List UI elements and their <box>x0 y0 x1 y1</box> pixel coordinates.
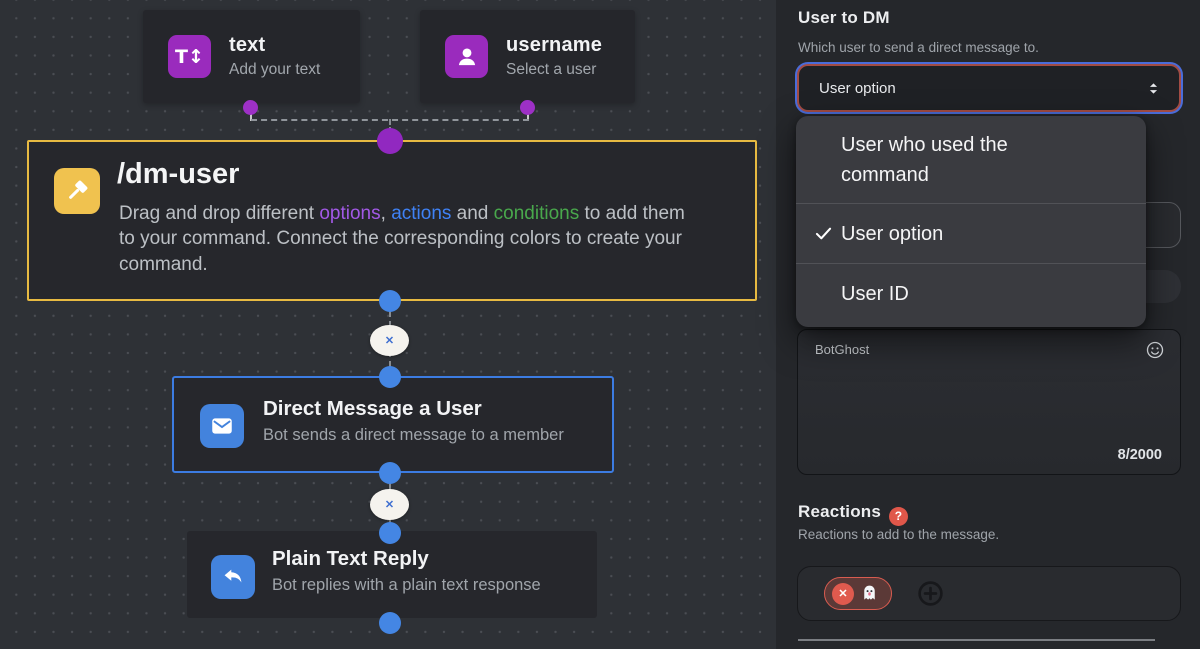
action-subtitle: Bot sends a direct message to a member <box>263 426 564 444</box>
remove-reaction-icon[interactable]: ✕ <box>832 582 854 605</box>
connector-stem <box>250 113 252 121</box>
unlink-button[interactable]: ✕ <box>370 325 409 356</box>
option-node-text[interactable]: T↕ text Add your text <box>143 10 360 103</box>
builder-canvas[interactable]: T↕ text Add your text username Select a … <box>0 0 776 649</box>
option-node-username[interactable]: username Select a user <box>420 10 635 103</box>
node-title: username <box>506 34 603 56</box>
command-block-dm-user[interactable]: /dm-user Drag and drop different options… <box>27 140 757 301</box>
dropdown-item-user-who-used[interactable]: User who used the command <box>841 134 1008 186</box>
dropdown-item-user-id[interactable]: User ID <box>841 283 909 305</box>
action-title: Plain Text Reply <box>272 547 429 570</box>
reaction-chip-ghost[interactable]: ✕ <box>824 577 892 610</box>
action-title: Direct Message a User <box>263 397 482 420</box>
action-port-out[interactable] <box>379 462 401 484</box>
node-title: text <box>229 34 266 56</box>
menu-separator <box>796 263 1146 264</box>
envelope-icon <box>200 404 244 448</box>
hammer-icon <box>54 168 100 214</box>
connector-stem <box>527 113 529 121</box>
user-select-dropdown: User who used the command User option Us… <box>796 116 1146 327</box>
node-subtitle: Add your text <box>229 61 321 78</box>
action-block-plain-text-reply[interactable]: Plain Text Reply Bot replies with a plai… <box>187 531 597 618</box>
action-port-in[interactable] <box>379 522 401 544</box>
select-value: User option <box>819 79 896 97</box>
action-port-out[interactable] <box>379 612 401 634</box>
option-port-username[interactable] <box>520 100 535 115</box>
action-port-in[interactable] <box>379 366 401 388</box>
help-question-icon[interactable]: ? <box>889 506 909 526</box>
reactions-container: ✕ <box>797 566 1181 621</box>
user-to-dm-select[interactable]: User option <box>797 64 1181 112</box>
message-input[interactable]: BotGhost 8/2000 <box>797 329 1181 475</box>
unlink-x-icon: ✕ <box>384 335 395 347</box>
node-subtitle: Select a user <box>506 61 597 78</box>
check-icon <box>815 227 832 240</box>
chevron-up-down-icon <box>1149 82 1158 94</box>
unlink-x-icon: ✕ <box>384 499 395 511</box>
text-size-icon: T↕ <box>168 35 211 78</box>
reactions-label: Reactions? <box>798 502 909 526</box>
command-description: Drag and drop different options, actions… <box>119 203 685 275</box>
add-reaction-button[interactable] <box>916 579 945 608</box>
emoji-picker-icon[interactable] <box>1145 340 1165 360</box>
command-title: /dm-user <box>117 158 240 190</box>
section-divider <box>798 639 1155 641</box>
dropdown-item-user-option[interactable]: User option <box>796 204 1146 263</box>
ghost-emoji <box>864 585 875 600</box>
unlink-button[interactable]: ✕ <box>370 489 409 520</box>
action-subtitle: Bot replies with a plain text response <box>272 576 541 594</box>
reactions-help: Reactions to add to the message. <box>798 527 1000 542</box>
reply-arrow-icon <box>211 555 255 599</box>
command-action-port[interactable] <box>379 290 401 312</box>
menu-separator <box>796 203 1146 204</box>
action-block-direct-message[interactable]: Direct Message a User Bot sends a direct… <box>172 376 614 473</box>
user-to-dm-label: User to DM <box>798 8 890 27</box>
char-counter: 8/2000 <box>1117 447 1162 463</box>
user-to-dm-help: Which user to send a direct message to. <box>798 40 1039 55</box>
user-icon <box>445 35 488 78</box>
option-port-text[interactable] <box>243 100 258 115</box>
message-value: BotGhost <box>815 342 870 357</box>
command-option-port[interactable] <box>377 128 403 154</box>
